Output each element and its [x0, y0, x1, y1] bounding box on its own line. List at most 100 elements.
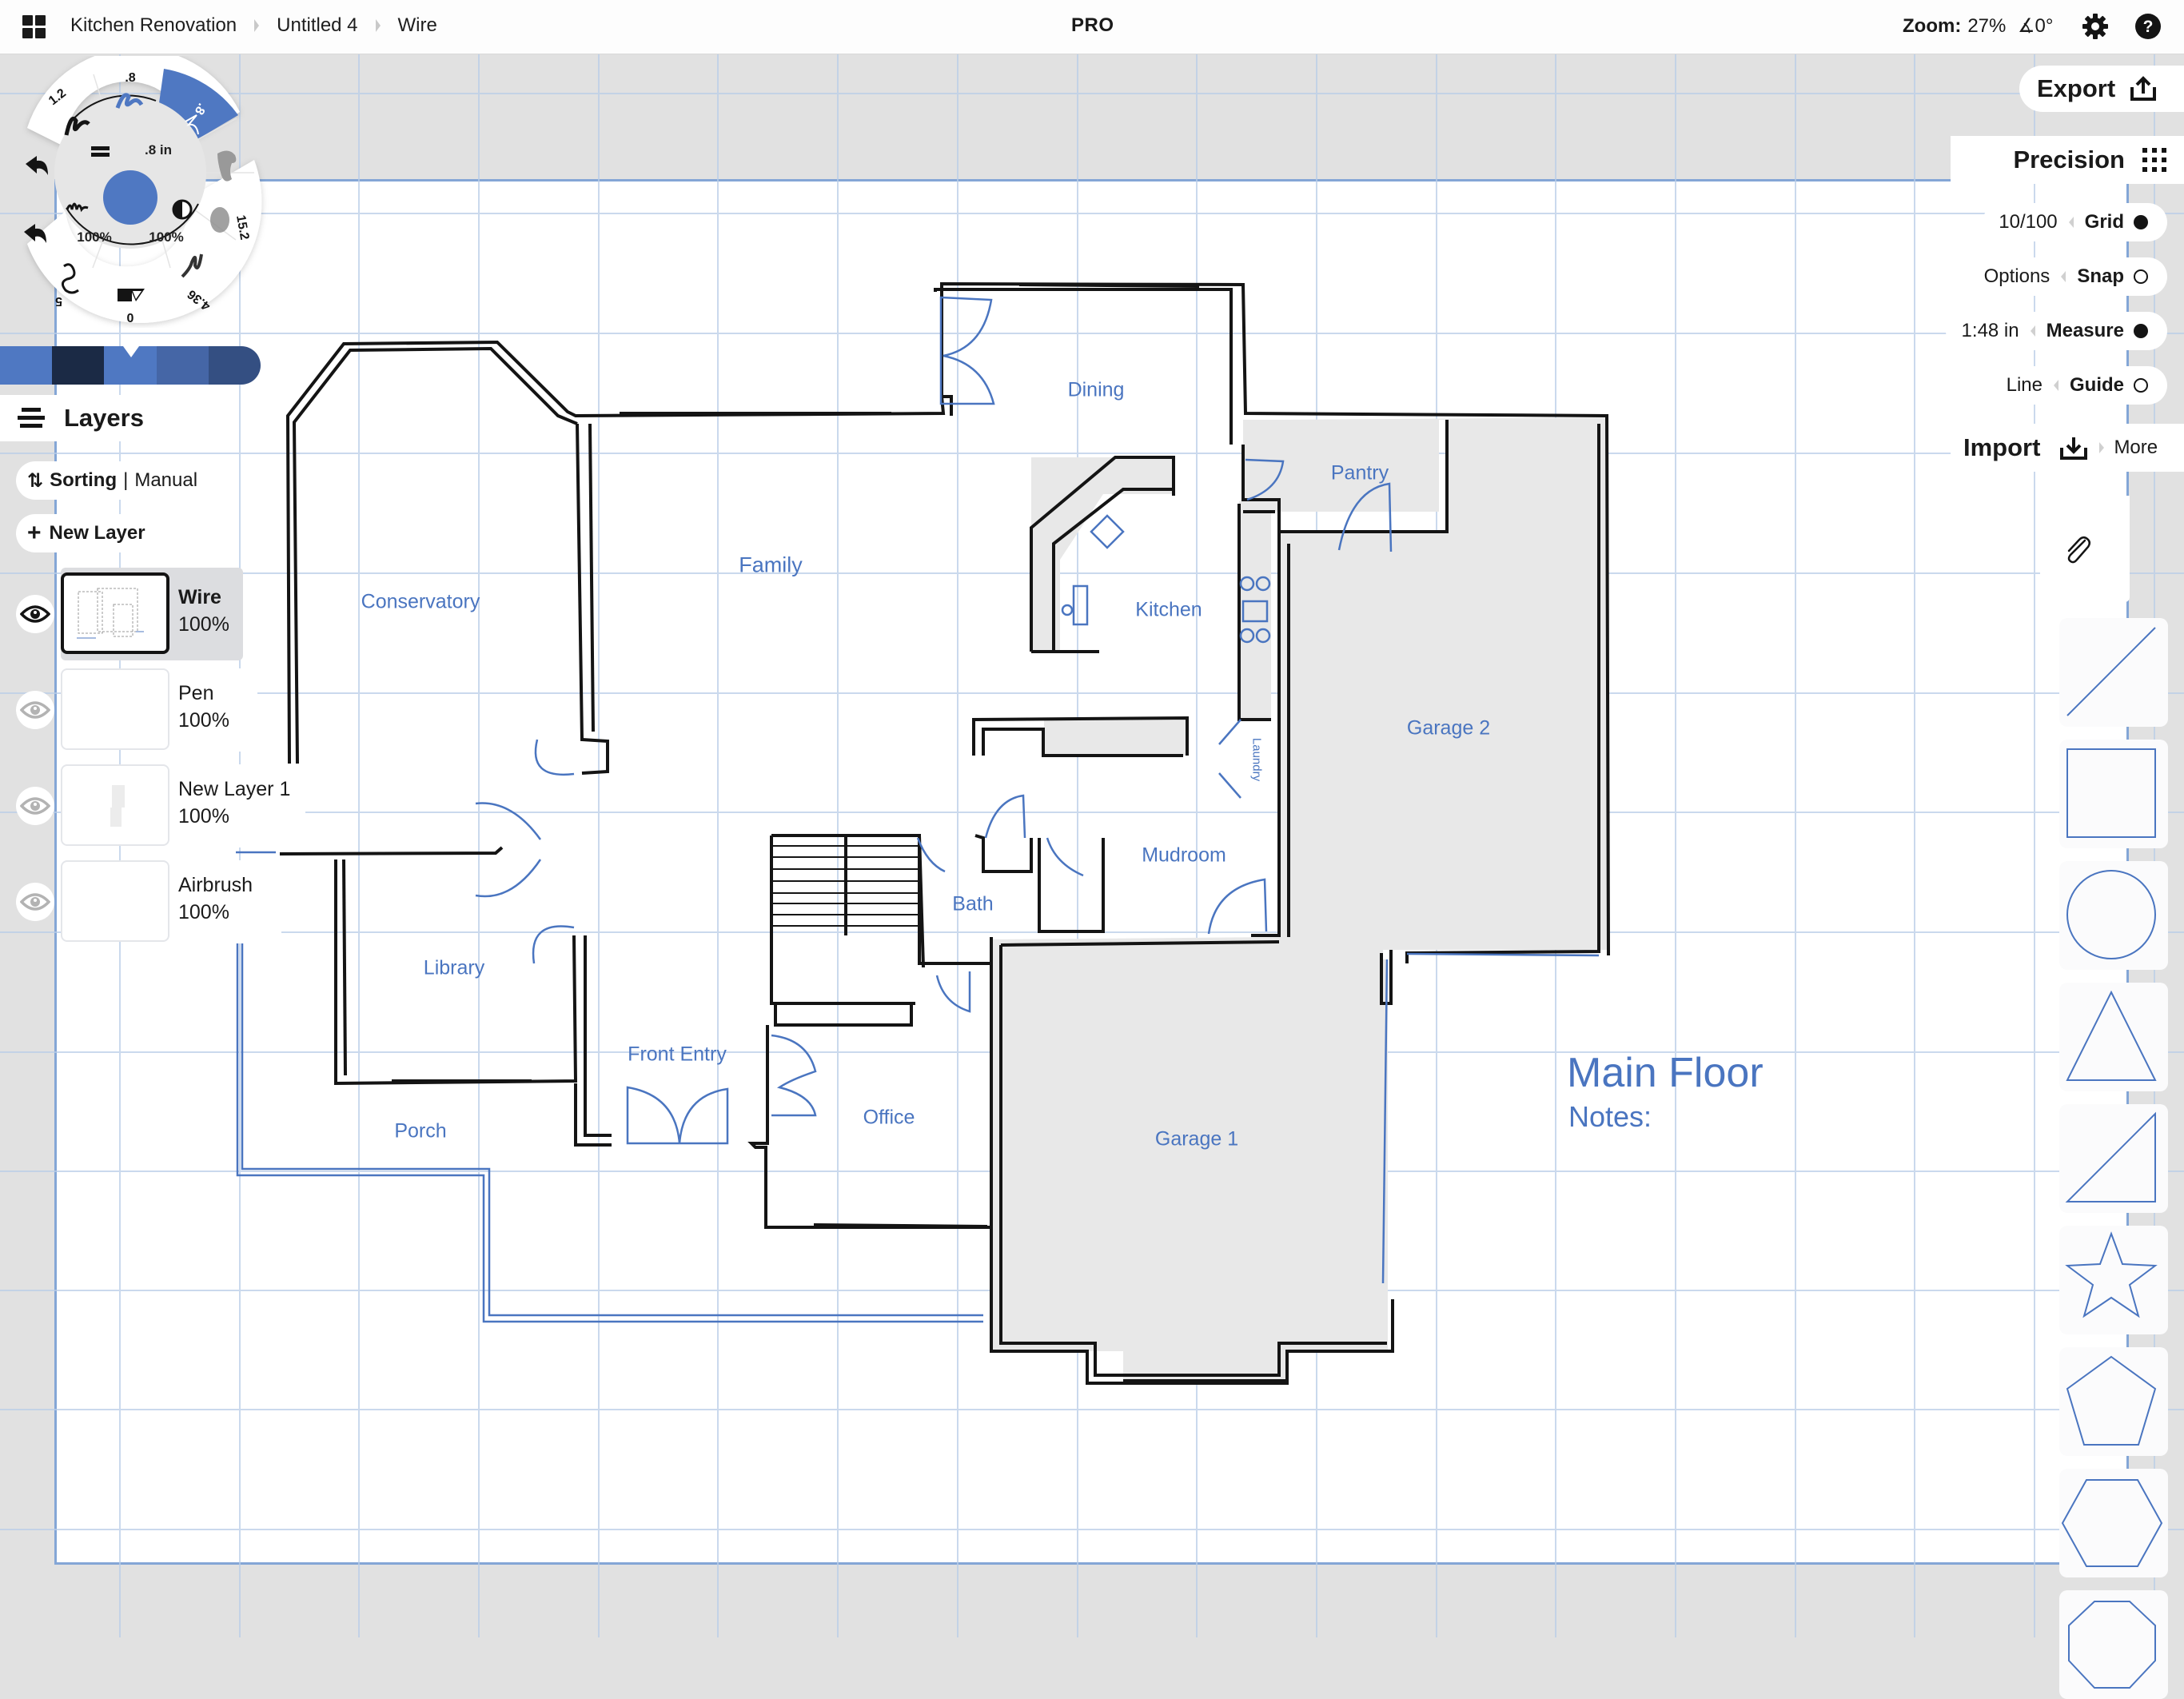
zoom-indicator[interactable]: Zoom:27% ∡0°	[1903, 14, 2054, 38]
smoothing-value: 100%	[77, 229, 111, 245]
room-label-family: Family	[739, 552, 803, 577]
eraser-size: 0	[127, 312, 134, 325]
shape-pentagon[interactable]	[2059, 1347, 2168, 1456]
undo-icon[interactable]	[26, 156, 48, 175]
breadcrumb-project[interactable]: Kitchen Renovation	[70, 14, 237, 36]
snap-toggle[interactable]	[2134, 269, 2148, 284]
pencil-tool-icon[interactable]	[64, 116, 90, 136]
layer-item-airbrush[interactable]: Airbrush 100%	[16, 860, 281, 943]
floor-plan-drawing[interactable]	[0, 54, 2184, 1637]
eye-icon	[20, 605, 50, 623]
breadcrumb-chevron-icon	[254, 19, 260, 32]
import-button[interactable]: Import	[1963, 433, 2041, 461]
layer-item-new-layer-1[interactable]: New Layer 1 100%	[16, 764, 305, 848]
redo-icon[interactable]	[24, 224, 46, 243]
svg-text:?: ?	[2143, 18, 2154, 36]
color-swatch-current[interactable]	[103, 170, 157, 225]
palette-swatch-4[interactable]	[156, 346, 209, 385]
layers-header[interactable]: Layers	[0, 395, 188, 441]
eye-icon	[20, 797, 50, 815]
room-label-conservatory: Conservatory	[361, 590, 480, 613]
guide-toggle[interactable]	[2134, 378, 2148, 393]
shape-rectangle[interactable]	[2059, 740, 2168, 848]
brush-tool-icon[interactable]	[181, 253, 203, 278]
layer-visibility-toggle[interactable]	[16, 883, 54, 921]
plan-title: Main Floor	[1567, 1050, 1764, 1096]
layer-thumbnail[interactable]	[61, 764, 169, 846]
download-icon[interactable]	[2059, 435, 2088, 461]
layer-info-background	[169, 764, 305, 848]
wire-tool-icon[interactable]	[185, 114, 199, 135]
layer-thumbnail[interactable]	[61, 572, 169, 654]
palette-selected-marker	[123, 346, 139, 357]
grid-toggle[interactable]	[2134, 215, 2148, 229]
attachments-area	[2040, 496, 2130, 602]
shape-hexagon[interactable]	[2059, 1469, 2168, 1577]
new-layer-label: New Layer	[49, 522, 145, 544]
layer-visibility-toggle[interactable]	[16, 787, 54, 825]
precision-measure-row[interactable]: 1:48 in Measure	[1945, 312, 2167, 350]
sorting-button[interactable]: ⇅ Sorting | Manual	[16, 461, 221, 500]
layer-thumbnail[interactable]	[61, 668, 169, 750]
chevron-left-icon	[2030, 325, 2035, 337]
gallery-grid-icon[interactable]	[22, 15, 46, 39]
room-label-dining: Dining	[1067, 378, 1125, 401]
opacity-icon	[172, 199, 193, 220]
palette-swatch-5[interactable]	[208, 346, 261, 385]
airbrush-tool-icon[interactable]	[210, 207, 229, 233]
new-layer-button[interactable]: + New Layer	[16, 514, 174, 552]
shape-right-triangle[interactable]	[2059, 1104, 2168, 1213]
pen-tool-icon[interactable]	[115, 93, 144, 109]
layer-visibility-toggle[interactable]	[16, 595, 54, 633]
precision-guide-row[interactable]: Line Guide	[1990, 366, 2167, 405]
opacity-value: 100%	[149, 229, 183, 245]
plus-icon: +	[27, 520, 42, 546]
layers-title: Layers	[64, 404, 144, 432]
shape-octagon[interactable]	[2059, 1590, 2168, 1699]
more-button[interactable]: More	[2114, 437, 2158, 458]
breadcrumb-chevron-icon	[375, 19, 381, 32]
breadcrumb-drawing[interactable]: Untitled 4	[277, 14, 358, 36]
measure-scale[interactable]: 1:48 in	[1961, 320, 2019, 341]
layer-opacity: 100%	[178, 613, 229, 636]
palette-swatch-1[interactable]	[0, 346, 53, 385]
measure-toggle[interactable]	[2134, 324, 2148, 338]
shape-circle[interactable]	[2059, 861, 2168, 970]
pro-badge[interactable]: PRO	[1071, 14, 1114, 36]
zoom-label: Zoom:	[1903, 15, 1962, 37]
shape-line[interactable]	[2059, 618, 2168, 727]
sorting-divider: |	[123, 469, 129, 491]
precision-title: Precision	[2013, 146, 2125, 173]
shape-star[interactable]	[2059, 1226, 2168, 1334]
shape-triangle[interactable]	[2059, 983, 2168, 1091]
grid-value[interactable]: 10/100	[1999, 211, 2058, 233]
precision-snap-row[interactable]: Options Snap	[1967, 257, 2167, 296]
palette-swatch-2[interactable]	[52, 346, 105, 385]
layer-visibility-toggle[interactable]	[16, 691, 54, 729]
room-label-kitchen: Kitchen	[1135, 598, 1202, 621]
layer-item-pen[interactable]: Pen 100%	[16, 668, 257, 752]
gear-icon[interactable]	[2082, 13, 2109, 40]
fineliner-tool-icon[interactable]	[62, 263, 79, 294]
layer-info: Pen 100%	[178, 680, 229, 734]
layer-info: Airbrush 100%	[178, 871, 253, 926]
snap-options[interactable]: Options	[1983, 265, 2050, 287]
precision-header[interactable]: Precision	[1951, 136, 2184, 184]
breadcrumb-layer[interactable]: Wire	[397, 14, 437, 36]
export-button[interactable]: Export	[2019, 66, 2184, 112]
precision-grid-row[interactable]: 10/100 Grid	[1983, 203, 2167, 241]
grid-label: Grid	[2084, 211, 2124, 233]
tool-wheel[interactable]: .8 in 100% 100% 1.2 .8 .8 15.2 4.36 0 5	[0, 56, 272, 328]
layer-info-background	[169, 860, 281, 943]
help-icon[interactable]: ?	[2134, 13, 2162, 40]
eraser-tool-icon[interactable]	[118, 289, 145, 301]
guide-type[interactable]: Line	[2006, 374, 2043, 396]
layer-opacity: 100%	[178, 901, 229, 923]
layer-thumbnail[interactable]	[61, 860, 169, 942]
paperclip-icon[interactable]	[2061, 534, 2093, 566]
room-label-bath: Bath	[952, 892, 994, 915]
marker-tool-icon[interactable]	[217, 150, 237, 181]
drawing-canvas[interactable]: Conservatory Family Dining Pantry Kitche…	[0, 54, 2184, 1637]
room-label-front-entry: Front Entry	[628, 1043, 727, 1066]
layer-item-wire[interactable]: Wire 100%	[16, 568, 244, 660]
